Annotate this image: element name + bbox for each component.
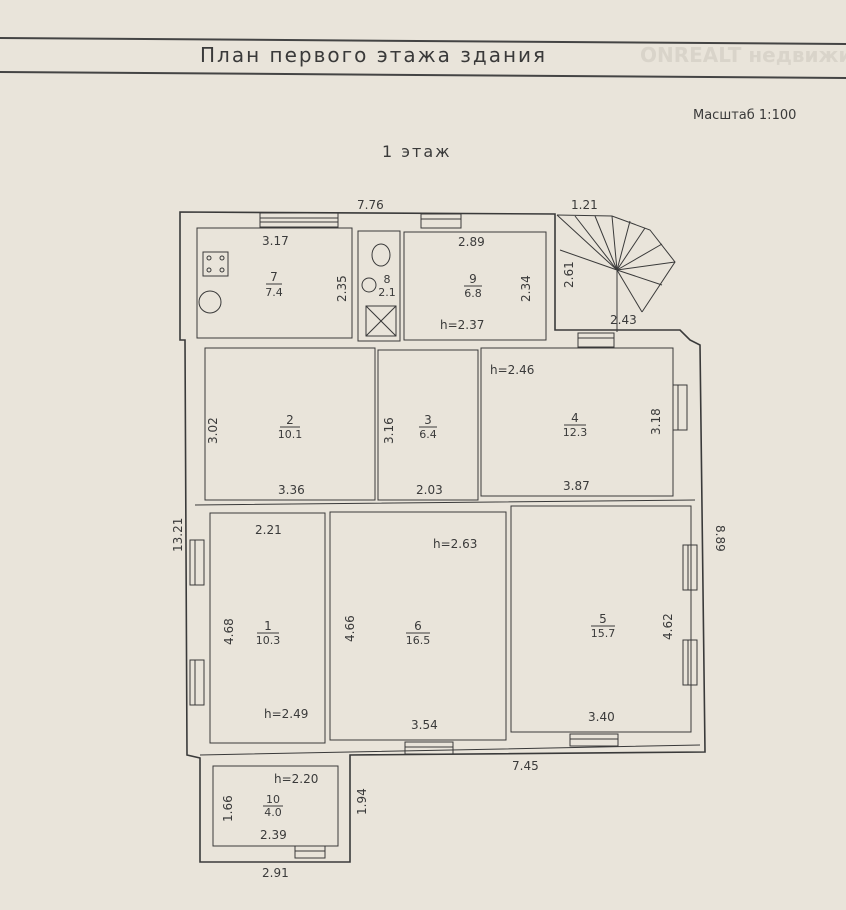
room-4-number: 4 [571, 411, 579, 425]
dim-right: 8.89 [713, 525, 727, 552]
walls [179, 211, 706, 863]
room-7-number: 7 [270, 270, 278, 284]
room-10-number: 10 [266, 793, 280, 806]
dim-left: 13.21 [171, 518, 185, 552]
room-9-width: 2.89 [458, 235, 485, 249]
room-6-width: 3.54 [411, 718, 438, 732]
room-10-area: 4.0 [264, 806, 282, 819]
room-4-height: 3.18 [649, 408, 663, 435]
height-label-2: h=2.46 [490, 363, 534, 377]
spiral-stair-icon [556, 214, 676, 332]
room-1-width: 2.21 [255, 523, 282, 537]
room-3-area: 6.4 [419, 428, 437, 441]
room-5-number: 5 [599, 612, 607, 626]
room-10-height: 1.66 [221, 795, 235, 822]
room-1-area: 10.3 [256, 634, 281, 647]
room-1-height: 4.68 [222, 618, 236, 645]
room-5-area: 15.7 [591, 627, 616, 640]
room-1-number: 1 [264, 619, 272, 633]
room-7-area: 7.4 [265, 286, 283, 299]
room-8-number: 8 [384, 273, 391, 286]
room-6-area: 16.5 [406, 634, 431, 647]
windows [189, 212, 698, 859]
room-7-height: 2.35 [335, 275, 349, 302]
room-2-width: 3.36 [278, 483, 305, 497]
room-10-outer-height: 1.94 [355, 788, 369, 815]
washbasin-icon [361, 277, 377, 293]
stove-icon [202, 251, 229, 277]
room-3-height: 3.16 [382, 417, 396, 444]
room-3-width: 2.03 [416, 483, 443, 497]
room-9-number: 9 [469, 272, 477, 286]
room-6-number: 6 [414, 619, 422, 633]
title-rule-top [0, 37, 846, 45]
height-label-1: h=2.37 [440, 318, 484, 332]
room-2-number: 2 [286, 413, 294, 427]
height-label-4: h=2.49 [264, 707, 308, 721]
dim-bottom: 7.45 [512, 759, 539, 773]
room-3-number: 3 [424, 413, 432, 427]
room-5-width: 3.40 [588, 710, 615, 724]
room-2-height: 3.02 [206, 417, 220, 444]
dim-stair-top: 1.21 [571, 198, 598, 212]
floor-label: 1 этаж [382, 142, 452, 161]
room-10-width: 2.39 [260, 828, 287, 842]
room-6-height: 4.66 [343, 615, 357, 642]
room-4-area: 12.3 [563, 426, 588, 439]
shower-icon [365, 305, 397, 337]
title-rule-bottom [0, 71, 846, 79]
room-4-width: 3.87 [563, 479, 590, 493]
room-5-height: 4.62 [661, 613, 675, 640]
watermark: ONREALT недвижимость [640, 43, 846, 67]
room-2-area: 10.1 [278, 428, 303, 441]
scale-label: Масштаб 1:100 [693, 108, 796, 123]
dim-top: 7.76 [357, 198, 384, 212]
room-8-area: 2.1 [378, 286, 396, 299]
dim-stair-side: 2.61 [562, 261, 576, 288]
room-7-width: 3.17 [262, 234, 289, 248]
toilet-icon [371, 243, 391, 267]
height-label-5: h=2.20 [274, 772, 318, 786]
height-label-3: h=2.63 [433, 537, 477, 551]
plan-title: План первого этажа здания [200, 43, 547, 67]
room-9-area: 6.8 [464, 287, 482, 300]
room-9-height: 2.34 [519, 275, 533, 302]
room-10-outer-width: 2.91 [262, 866, 289, 880]
dim-stair-bottom: 2.43 [610, 313, 637, 327]
sink-icon [198, 290, 222, 314]
